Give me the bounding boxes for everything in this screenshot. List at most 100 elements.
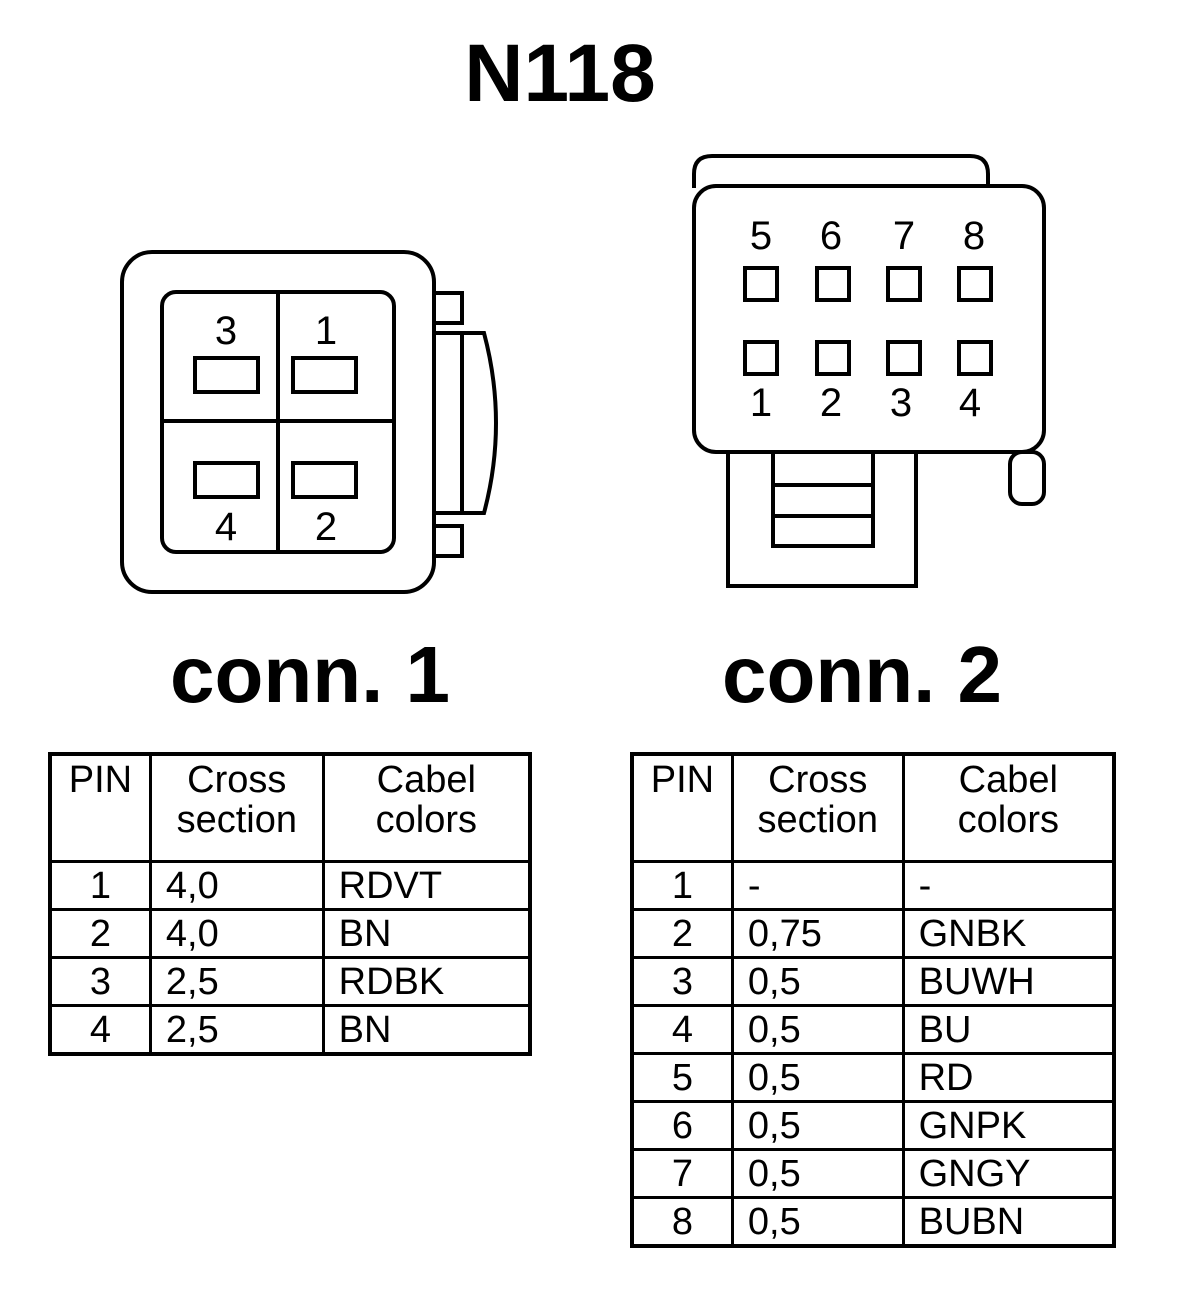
table-header-row: PIN Cross section Cabel colors: [630, 752, 1116, 863]
column-header-pin: PIN: [48, 752, 152, 863]
header-text: Cross: [187, 759, 287, 801]
pin-cavity: [743, 266, 779, 302]
pin-number-cell: 6: [630, 1100, 734, 1151]
pin-cavity: [886, 340, 922, 376]
connector-1-label: conn. 1: [169, 630, 451, 719]
connector-2-drawing: [692, 154, 1046, 588]
connector-1-pin-label: 4: [215, 505, 237, 549]
pin-number-cell: 5: [630, 1052, 734, 1103]
diagram-title: N118: [464, 28, 656, 119]
pin-number-cell: 2: [630, 908, 734, 959]
cable-color-cell: BN: [321, 908, 532, 959]
connector-1-pin-label: 1: [315, 309, 337, 353]
connector-1-tab-bottom: [432, 524, 464, 558]
header-text: Cross: [768, 759, 868, 801]
connector-drawings: 3 1 4 2 5 6 7 8 1 2 3 4: [120, 154, 1046, 594]
connector-2-housing: [692, 184, 1046, 454]
cable-color-cell: RD: [901, 1052, 1116, 1103]
header-text: section: [176, 799, 297, 841]
header-text: Cabel: [958, 759, 1058, 801]
header-text: PIN: [650, 759, 715, 801]
pin-cavity: [886, 266, 922, 302]
column-header-cable-colors: Cabel colors: [321, 752, 532, 863]
cross-section-cell: 0,5: [730, 1052, 905, 1103]
cable-color-cell: GNPK: [901, 1100, 1116, 1151]
connector-2-pin-label: 3: [890, 381, 912, 425]
pin-slot: [193, 461, 260, 499]
cross-section-cell: 4,0: [148, 860, 325, 911]
cross-section-cell: 0,5: [730, 1148, 905, 1199]
cross-section-cell: 2,5: [148, 1004, 325, 1056]
pin-number-cell: 3: [48, 956, 152, 1007]
header-text: colors: [375, 799, 477, 841]
cross-section-cell: 0,5: [730, 1196, 905, 1248]
connector-2-label: conn. 2: [721, 630, 1003, 719]
pin-slot: [291, 461, 358, 499]
cable-color-cell: GNGY: [901, 1148, 1116, 1199]
cross-section-cell: 0,5: [730, 1100, 905, 1151]
column-header-cross-section: Cross section: [148, 752, 325, 863]
cable-color-cell: BU: [901, 1004, 1116, 1055]
pin-number-cell: 3: [630, 956, 734, 1007]
column-header-cable-colors: Cabel colors: [901, 752, 1116, 863]
connector-2-pin-label: 8: [963, 214, 985, 258]
connector-2-pin-label: 2: [820, 381, 842, 425]
cable-color-cell: BUWH: [901, 956, 1116, 1007]
cable-color-cell: -: [901, 860, 1116, 911]
connector-2-pin-label: 6: [820, 214, 842, 258]
pin-number-cell: 7: [630, 1148, 734, 1199]
cable-color-cell: BUBN: [901, 1196, 1116, 1248]
connector-2-pin-label: 1: [750, 381, 772, 425]
connector-2-strain-relief: [771, 452, 875, 548]
connector-2-pin-label: 5: [750, 214, 772, 258]
pin-number-cell: 1: [48, 860, 152, 911]
header-text: colors: [957, 799, 1059, 841]
connector-2-pin-label: 7: [893, 214, 915, 258]
column-header-cross-section: Cross section: [730, 752, 905, 863]
table-header-row: PIN Cross section Cabel colors: [48, 752, 532, 863]
pin-number-cell: 1: [630, 860, 734, 911]
connector-2-side-latch: [1008, 450, 1046, 506]
connector-1-pin-label: 3: [215, 309, 237, 353]
pin-cavity: [957, 340, 993, 376]
connector-1-pin-label: 2: [315, 505, 337, 549]
cable-color-cell: GNBK: [901, 908, 1116, 959]
cross-section-cell: 0,5: [730, 956, 905, 1007]
connector-1-latch: [434, 331, 498, 515]
header-text: Cabel: [376, 759, 476, 801]
connector-1-tab-top: [432, 291, 464, 325]
header-text: section: [757, 799, 878, 841]
cross-section-cell: -: [730, 860, 905, 911]
pin-cavity: [815, 340, 851, 376]
pin-number-cell: 8: [630, 1196, 734, 1248]
pin-slot: [291, 356, 358, 394]
pin-cavity: [957, 266, 993, 302]
pin-cavity: [743, 340, 779, 376]
connector-2-pin-label: 4: [959, 381, 981, 425]
pin-number-cell: 2: [48, 908, 152, 959]
cross-section-cell: 0,75: [730, 908, 905, 959]
cable-color-cell: RDBK: [321, 956, 532, 1007]
table-row: 1--: [630, 860, 1116, 911]
cross-section-cell: 0,5: [730, 1004, 905, 1055]
connector-2-cable-outlet: [726, 452, 918, 588]
pin-number-cell: 4: [48, 1004, 152, 1056]
connector-1-housing: [120, 250, 436, 594]
pin-number-cell: 4: [630, 1004, 734, 1055]
pin-cavity: [815, 266, 851, 302]
column-header-pin: PIN: [630, 752, 734, 863]
cable-color-cell: BN: [321, 1004, 532, 1056]
cable-color-cell: RDVT: [321, 860, 532, 911]
